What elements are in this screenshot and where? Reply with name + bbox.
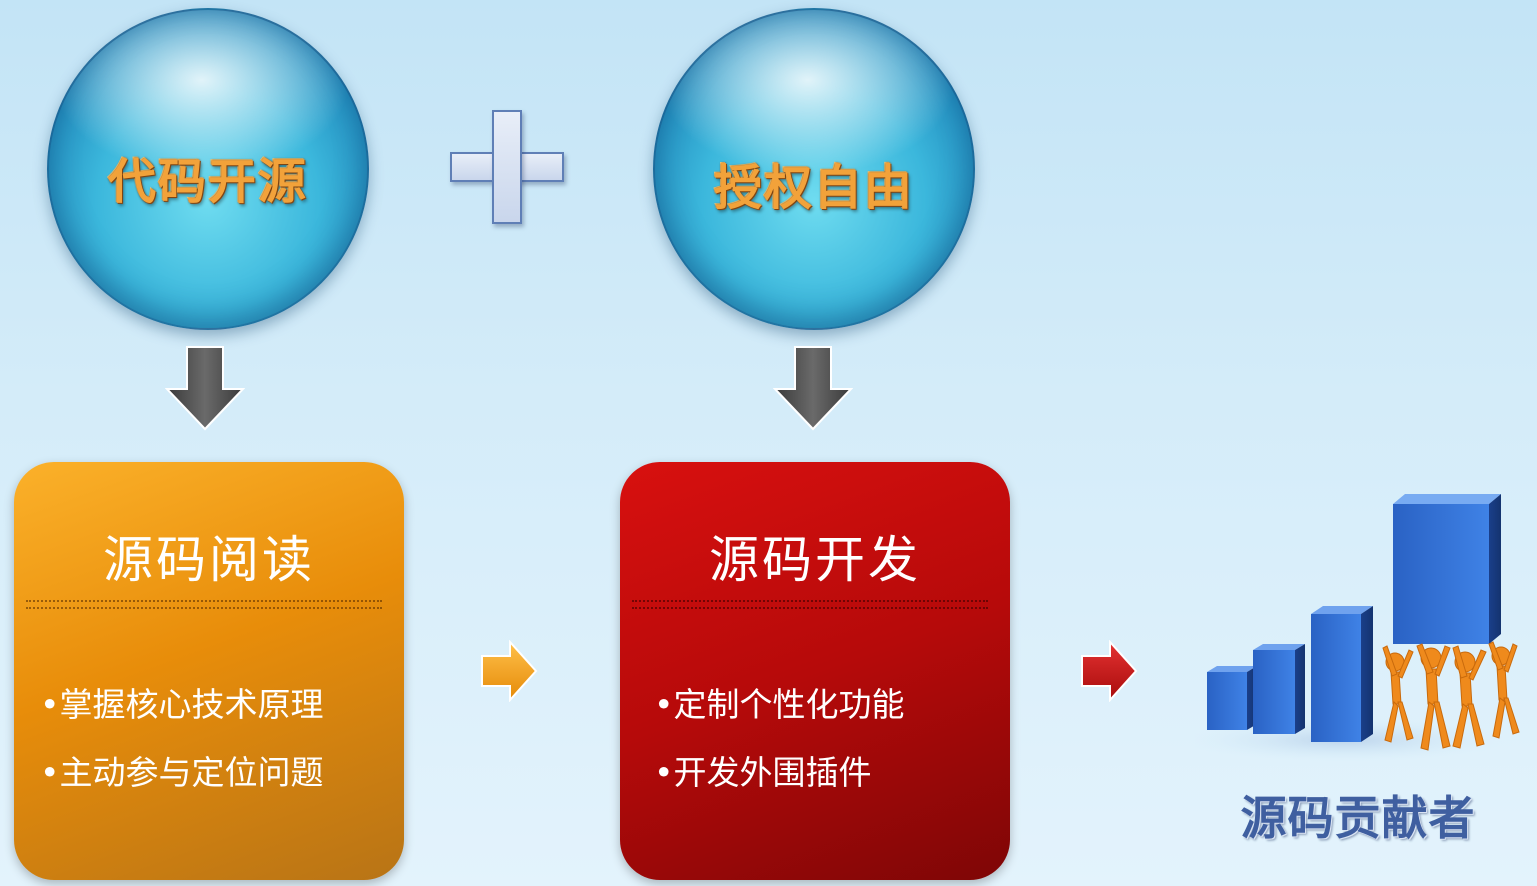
right-arrow-icon-red xyxy=(1081,640,1138,702)
bar-3 xyxy=(1311,606,1373,742)
sphere-open-source-label: 代码开源 xyxy=(107,154,308,210)
down-arrow-icon-left xyxy=(165,346,245,431)
sphere-free-license: 授权自由 xyxy=(653,8,975,330)
source-reading-title: 源码阅读 xyxy=(103,531,315,589)
right-arrow-icon-orange xyxy=(481,640,538,702)
divider xyxy=(632,600,988,609)
sphere-open-source: 代码开源 xyxy=(47,8,369,330)
source-development-box: 源码开发 •定制个性化功能 •开发外围插件 xyxy=(620,462,1010,880)
source-reading-bullet-2: •主动参与定位问题 xyxy=(40,753,324,792)
bar-2 xyxy=(1253,644,1305,734)
source-contributors-label: 源码贡献者 xyxy=(1240,791,1476,845)
down-arrow-icon-right xyxy=(773,346,853,431)
plus-icon-vertical-bar xyxy=(492,110,522,224)
stick-figures xyxy=(1382,641,1520,751)
source-reading-box: 源码阅读 •掌握核心技术原理 •主动参与定位问题 xyxy=(14,462,404,880)
sphere-free-license-label: 授权自由 xyxy=(713,160,914,216)
plus-icon xyxy=(450,110,564,224)
bar-4 xyxy=(1393,494,1501,644)
bar-1 xyxy=(1207,666,1257,730)
source-reading-bullet-1: •掌握核心技术原理 xyxy=(40,685,324,724)
source-development-bullet-1: •定制个性化功能 xyxy=(654,685,905,724)
source-development-title: 源码开发 xyxy=(709,531,921,589)
source-development-bullet-2: •开发外围插件 xyxy=(654,753,872,792)
divider xyxy=(26,600,382,609)
contributors-bar-graphic xyxy=(1195,494,1520,762)
